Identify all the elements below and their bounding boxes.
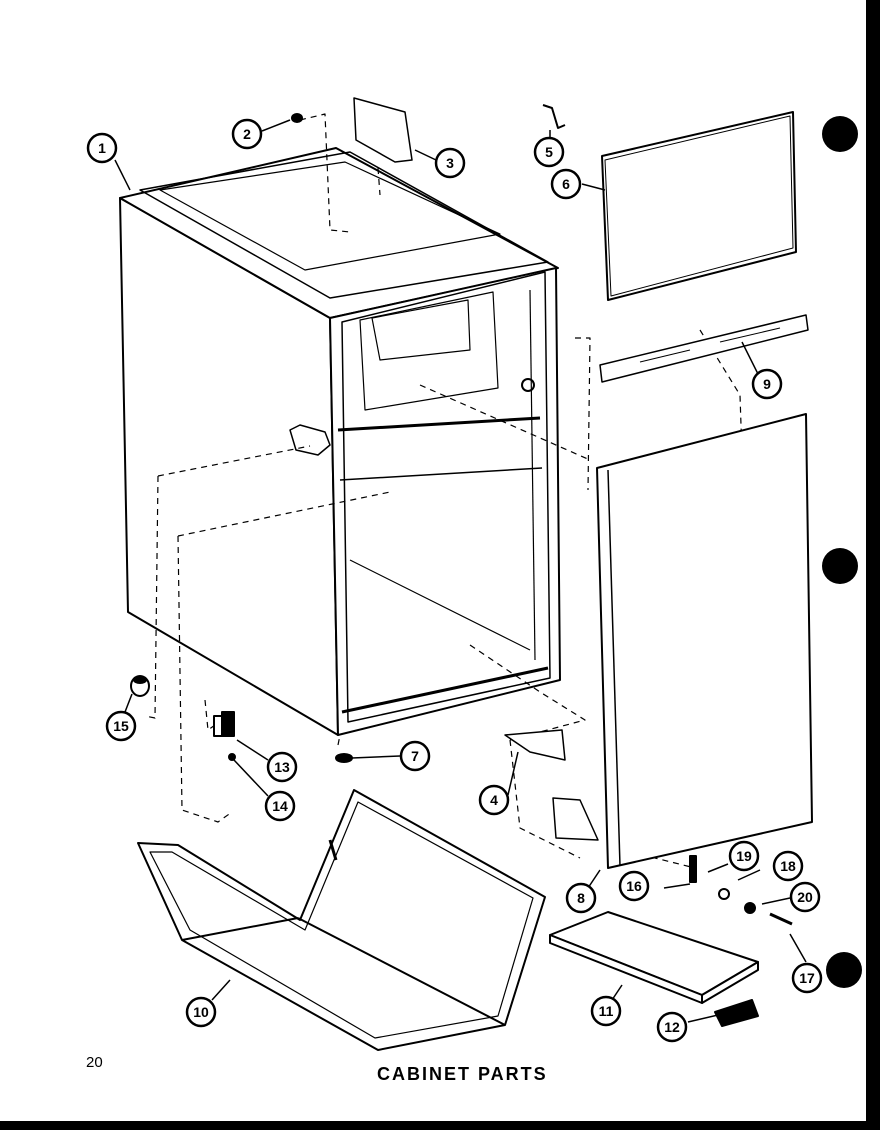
callout-6: 6 [550, 168, 582, 200]
binder-hole-middle [822, 548, 858, 584]
callout-7: 7 [399, 740, 431, 772]
binder-hole-bottom [826, 952, 862, 988]
svg-text:13: 13 [274, 759, 290, 775]
page-edge-right [866, 0, 880, 1130]
callout-17: 17 [791, 962, 823, 994]
svg-text:9: 9 [763, 376, 771, 392]
callout-15: 15 [105, 710, 137, 742]
svg-text:15: 15 [113, 718, 129, 734]
callout-20: 20 [789, 881, 821, 913]
svg-text:16: 16 [626, 878, 642, 894]
svg-text:7: 7 [411, 748, 419, 764]
callout-8: 8 [565, 882, 597, 914]
svg-text:18: 18 [780, 858, 796, 874]
svg-text:5: 5 [545, 144, 553, 160]
callout-16: 16 [618, 870, 650, 902]
callout-10: 10 [185, 996, 217, 1028]
svg-text:4: 4 [490, 792, 498, 808]
svg-text:6: 6 [562, 176, 570, 192]
svg-text:11: 11 [599, 1003, 614, 1019]
callout-18: 18 [772, 850, 804, 882]
callout-4: 4 [478, 784, 510, 816]
callout-11: 11 [590, 995, 622, 1027]
svg-text:17: 17 [799, 970, 815, 986]
callout-12: 12 [656, 1011, 688, 1043]
svg-text:19: 19 [736, 848, 752, 864]
svg-text:10: 10 [193, 1004, 209, 1020]
callout-14: 14 [264, 790, 296, 822]
callout-19: 19 [728, 840, 760, 872]
page-title: CABINET PARTS [377, 1064, 548, 1084]
svg-text:8: 8 [577, 890, 585, 906]
callout-9: 9 [751, 368, 783, 400]
cabinet-body [119, 147, 561, 736]
callout-3: 3 [434, 147, 466, 179]
callout-13: 13 [266, 751, 298, 783]
binder-hole-top [822, 116, 858, 152]
svg-text:3: 3 [446, 155, 454, 171]
callout-5: 5 [533, 136, 565, 168]
page-edge-bottom [0, 1121, 880, 1130]
base-frame [137, 789, 546, 1051]
svg-text:20: 20 [797, 889, 813, 905]
svg-text:1: 1 [98, 140, 106, 156]
svg-text:14: 14 [272, 798, 288, 814]
callout-1: 1 [86, 132, 118, 164]
callout-2: 2 [231, 118, 263, 150]
svg-text:2: 2 [243, 126, 251, 142]
page-number: 20 [86, 1054, 103, 1071]
callout-markers: 1 2 3 5 6 9 15 13 14 7 4 8 10 11 12 16 1… [86, 118, 823, 1043]
svg-text:12: 12 [664, 1019, 680, 1035]
